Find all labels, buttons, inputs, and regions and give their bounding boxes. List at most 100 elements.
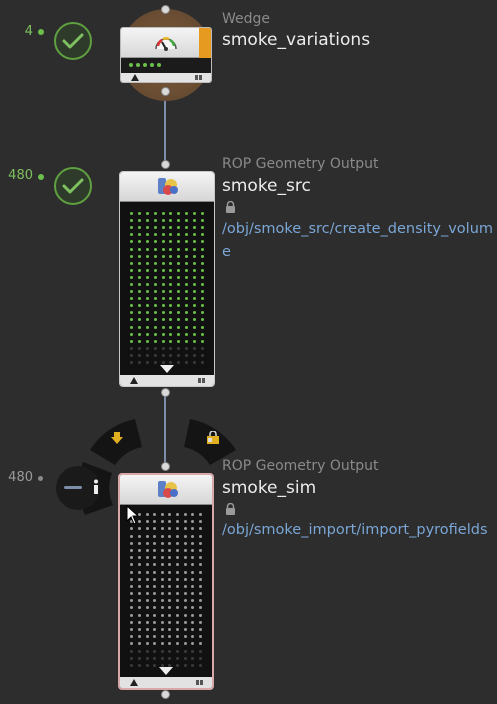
lock-icon[interactable]	[225, 201, 236, 213]
output-port[interactable]	[161, 87, 170, 96]
wire-src-to-sim	[164, 392, 166, 466]
frame-dot	[185, 346, 188, 350]
frame-dot	[185, 297, 188, 301]
frame-dot	[160, 613, 164, 617]
info-icon[interactable]	[92, 479, 100, 495]
node-name[interactable]: smoke_variations	[222, 30, 371, 50]
frame-dot	[145, 613, 149, 617]
frame-dot	[177, 212, 181, 216]
frame-dot	[130, 642, 134, 646]
frame-status-grid	[128, 210, 206, 366]
check-icon[interactable]	[54, 22, 92, 60]
frame-dot	[185, 332, 188, 336]
frame-dot	[146, 212, 149, 216]
frame-dot	[191, 635, 195, 639]
frame-dot	[191, 534, 195, 538]
lock-icon[interactable]	[225, 503, 236, 515]
frame-dot	[183, 527, 187, 531]
frame-dot	[200, 311, 204, 315]
cook-count: 480	[8, 470, 33, 485]
lock-flag-icon[interactable]	[206, 431, 220, 445]
frame-dot	[160, 534, 164, 538]
frame-dot	[185, 275, 188, 279]
frame-dot	[183, 549, 187, 552]
rop-node-body[interactable]	[118, 473, 214, 690]
frame-dot	[175, 656, 179, 660]
expand-down-icon[interactable]	[159, 667, 173, 675]
frame-dot	[138, 240, 142, 244]
frame-dot	[153, 219, 157, 223]
node-name[interactable]: smoke_src	[222, 176, 311, 196]
frame-dot	[168, 556, 172, 560]
frame-dot	[198, 534, 202, 538]
input-port[interactable]	[161, 5, 170, 14]
frame-dot	[160, 556, 164, 560]
frame-dot	[130, 325, 134, 329]
expand-up-icon[interactable]	[131, 74, 139, 81]
output-port[interactable]	[161, 388, 170, 397]
arrow-down-icon[interactable]	[110, 431, 124, 445]
frame-dot	[161, 254, 165, 258]
expand-up-icon[interactable]	[130, 377, 138, 384]
input-port[interactable]	[161, 462, 170, 471]
frame-dot	[191, 599, 195, 603]
menu-grip-icon[interactable]	[196, 679, 204, 686]
menu-grip-icon[interactable]	[198, 377, 206, 384]
frame-dot	[185, 219, 188, 223]
frame-dot	[168, 628, 172, 631]
frame-dot	[153, 318, 157, 322]
frame-dot	[168, 577, 172, 581]
cursor-icon	[126, 505, 139, 525]
frame-dot	[161, 261, 165, 265]
frame-dot	[191, 541, 195, 545]
frame-dot	[145, 549, 149, 552]
frame-dot	[192, 339, 196, 343]
expand-down-icon[interactable]	[160, 365, 174, 373]
frame-dot	[138, 311, 142, 315]
frame-dot	[153, 513, 157, 517]
frame-dot	[183, 556, 187, 560]
frame-dot	[153, 290, 157, 294]
frame-dot	[198, 549, 202, 552]
frame-dot	[146, 304, 149, 308]
frame-dot	[146, 226, 149, 230]
menu-grip-icon[interactable]	[195, 74, 203, 81]
frame-dot	[130, 311, 134, 315]
frame-dot	[183, 649, 187, 653]
input-port[interactable]	[161, 160, 170, 169]
frame-dot	[137, 592, 141, 596]
frame-dot	[153, 570, 157, 574]
wedge-node-body[interactable]	[120, 27, 212, 83]
frame-dot	[198, 592, 202, 596]
output-path-link[interactable]: /obj/smoke_src/create_density_volume	[222, 221, 494, 260]
frame-dot	[130, 534, 134, 538]
output-path-link[interactable]: /obj/smoke_import/import_pyrofields	[222, 522, 488, 538]
frame-dot	[175, 513, 179, 517]
frame-dot	[145, 556, 149, 560]
frame-dot	[160, 570, 164, 574]
frame-dot	[145, 563, 149, 567]
frame-dot	[175, 570, 179, 574]
frame-dot	[192, 311, 196, 315]
frame-dot	[192, 261, 196, 265]
frame-dot	[137, 527, 141, 531]
frame-dot	[130, 318, 134, 322]
frame-dot	[138, 226, 142, 230]
frame-dot	[175, 556, 179, 560]
rop-node-body[interactable]	[119, 171, 215, 387]
output-port[interactable]	[161, 690, 170, 699]
frame-dot	[177, 240, 181, 244]
frame-dot	[169, 247, 173, 251]
frame-dot	[146, 233, 149, 237]
frame-dot	[130, 549, 134, 552]
frame-dot	[161, 219, 165, 223]
frame-dot	[153, 642, 157, 646]
frame-dot	[146, 339, 149, 343]
frame-dot	[153, 304, 157, 308]
frame-dot	[200, 346, 204, 350]
node-name[interactable]: smoke_sim	[222, 478, 317, 498]
check-icon[interactable]	[54, 167, 92, 205]
wedge-flag[interactable]	[199, 28, 211, 58]
expand-up-icon[interactable]	[130, 679, 138, 686]
frame-dot	[192, 212, 196, 216]
